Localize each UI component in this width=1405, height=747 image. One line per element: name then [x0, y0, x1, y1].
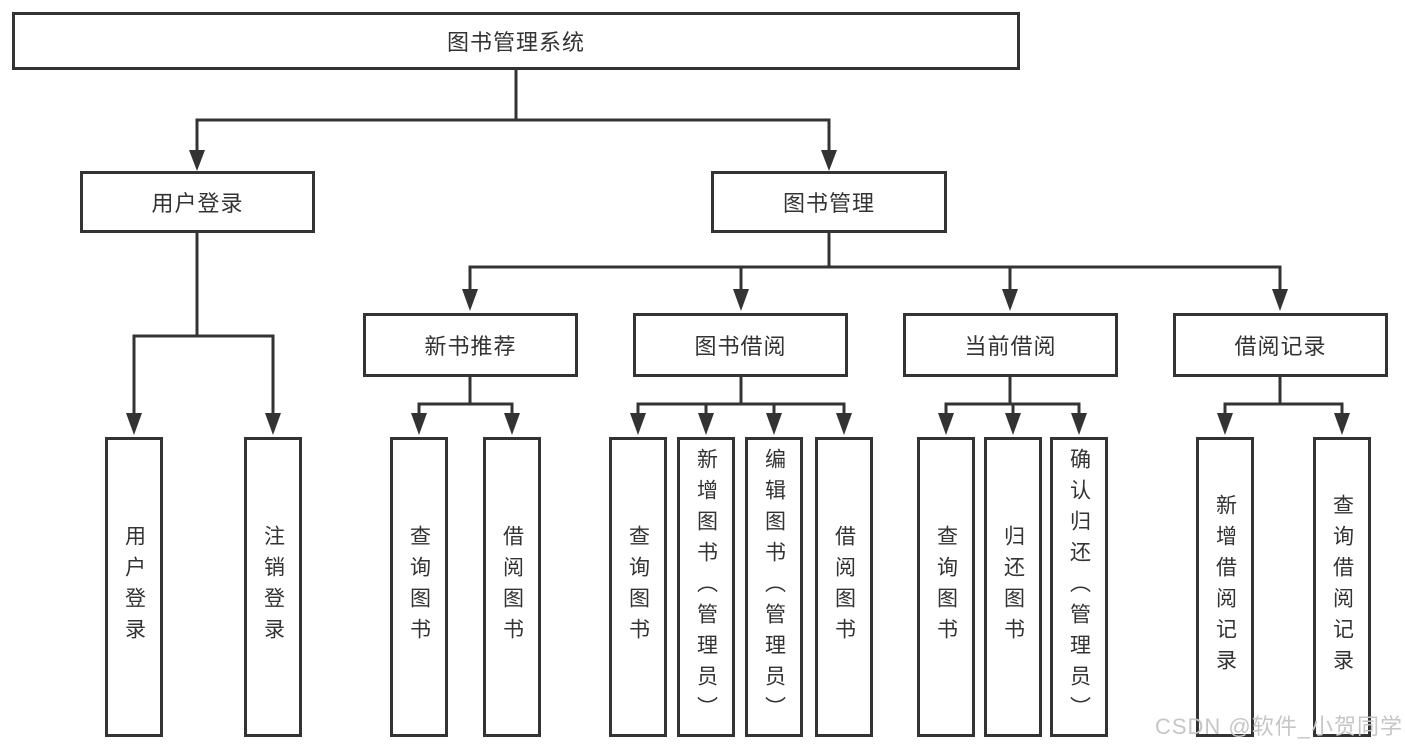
leaf-borrow-query-books: 查询图书	[609, 437, 667, 737]
node-new-book-recommend: 新书推荐	[363, 313, 578, 377]
leaf-user-login: 用户登录	[105, 437, 163, 737]
node-user-login: 用户登录	[80, 171, 315, 233]
leaf-logout-label: 注销登录	[261, 525, 285, 649]
leaf-records-query-record: 查询借阅记录	[1313, 437, 1371, 737]
node-book-borrow-label: 图书借阅	[694, 334, 787, 359]
leaf-records-add-record: 新增借阅记录	[1196, 437, 1254, 737]
leaf-recommend-query-books: 查询图书	[390, 437, 448, 737]
node-borrow-records-label: 借阅记录	[1234, 334, 1327, 359]
leaf-recommend-borrow-books-label: 借阅图书	[500, 525, 524, 649]
node-book-borrow: 图书借阅	[633, 313, 848, 377]
leaf-current-confirm-return-admin-label: 确认归还（管理员）	[1067, 447, 1091, 727]
leaf-logout: 注销登录	[244, 437, 302, 737]
leaf-current-query-books-label: 查询图书	[934, 525, 958, 649]
node-book-management: 图书管理	[711, 171, 947, 233]
node-new-book-recommend-label: 新书推荐	[424, 334, 517, 359]
csdn-watermark: CSDN @软件_小贺同学	[1154, 714, 1403, 739]
node-book-management-label: 图书管理	[782, 191, 875, 216]
leaf-borrow-edit-books-admin-label: 编辑图书（管理员）	[762, 447, 786, 727]
leaf-borrow-edit-books-admin: 编辑图书（管理员）	[745, 437, 803, 737]
leaf-borrow-add-books-admin: 新增图书（管理员）	[677, 437, 735, 737]
node-current-borrow: 当前借阅	[903, 313, 1118, 377]
leaf-recommend-borrow-books: 借阅图书	[483, 437, 541, 737]
leaf-records-add-record-label: 新增借阅记录	[1213, 494, 1237, 680]
node-root: 图书管理系统	[12, 12, 1020, 70]
node-user-login-label: 用户登录	[151, 191, 244, 216]
node-root-label: 图书管理系统	[446, 30, 585, 55]
leaf-current-confirm-return-admin: 确认归还（管理员）	[1050, 437, 1108, 737]
leaf-recommend-query-books-label: 查询图书	[407, 525, 431, 649]
node-current-borrow-label: 当前借阅	[964, 334, 1057, 359]
leaf-current-return-books-label: 归还图书	[1001, 525, 1025, 649]
leaf-records-query-record-label: 查询借阅记录	[1330, 494, 1354, 680]
leaf-borrow-add-books-admin-label: 新增图书（管理员）	[694, 447, 718, 727]
leaf-borrow-borrow-books-label: 借阅图书	[832, 525, 856, 649]
leaf-borrow-borrow-books: 借阅图书	[815, 437, 873, 737]
leaf-current-return-books: 归还图书	[984, 437, 1042, 737]
leaf-user-login-label: 用户登录	[122, 525, 146, 649]
node-borrow-records: 借阅记录	[1173, 313, 1388, 377]
leaf-current-query-books: 查询图书	[917, 437, 975, 737]
leaf-borrow-query-books-label: 查询图书	[626, 525, 650, 649]
